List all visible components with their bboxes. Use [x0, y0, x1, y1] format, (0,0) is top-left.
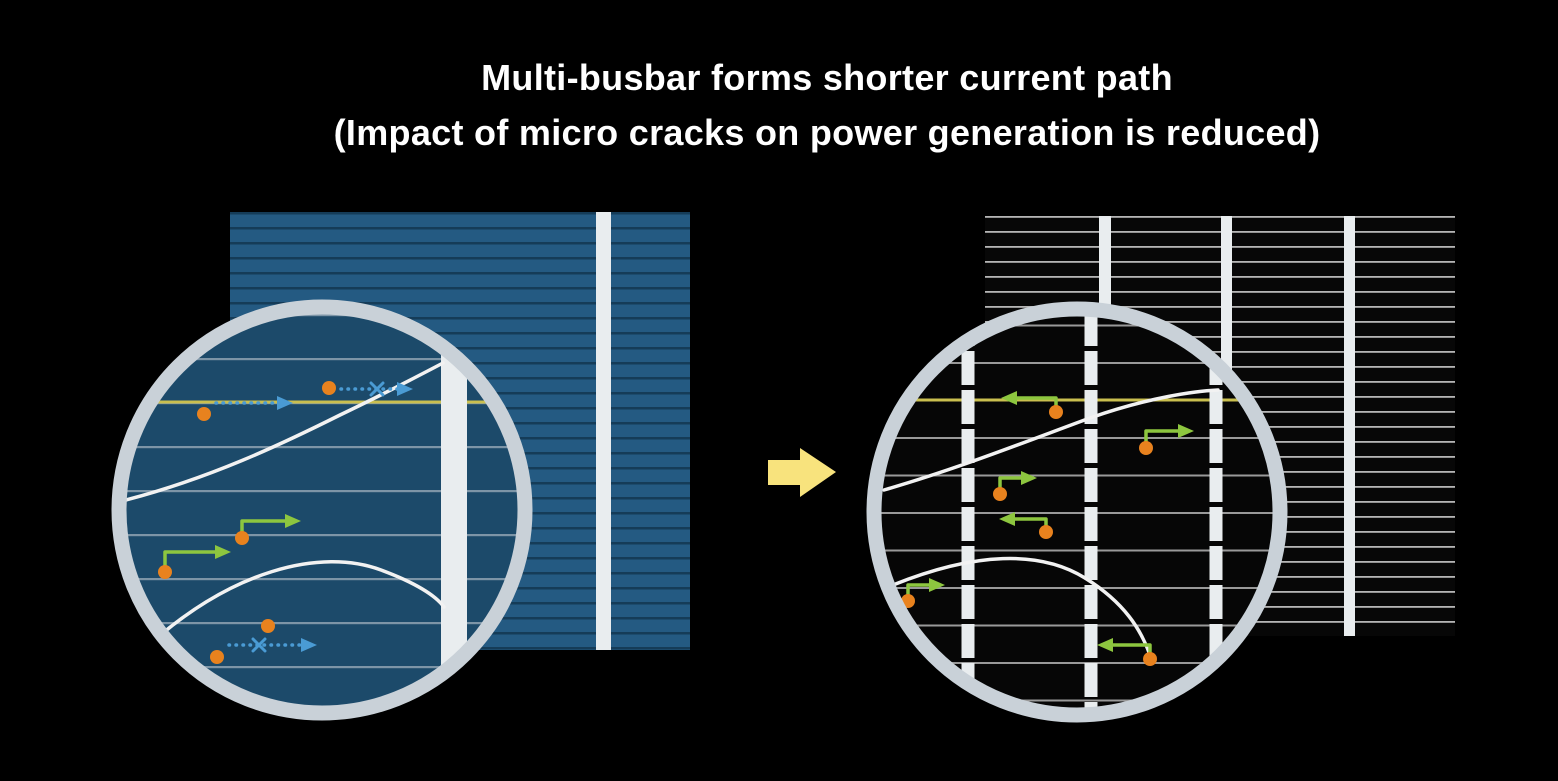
magnified-busbar [441, 314, 467, 706]
conventional-busbar [596, 212, 611, 650]
micro-crack-upper [882, 388, 1220, 492]
electron-dot [261, 619, 275, 633]
blocked-path-x-icon [369, 381, 385, 397]
electron-dot [197, 407, 211, 421]
title-line-1: Multi-busbar forms shorter current path [481, 57, 1173, 98]
blocked-path-x-icon [251, 637, 267, 653]
left-lens-background [126, 314, 518, 706]
micro-crack-lower [136, 560, 446, 657]
electron-dot [1139, 441, 1153, 455]
left-lens-content [126, 314, 518, 706]
short-current-path-arrow [163, 545, 231, 572]
magnifier-ring [866, 301, 1288, 723]
transition-arrow-icon [768, 448, 836, 497]
electron-dot [322, 381, 336, 395]
right-lens-content [881, 316, 1273, 708]
right-lens-background [881, 316, 1273, 708]
electron-dot [1143, 652, 1157, 666]
left-magnifier-lens [111, 299, 533, 721]
right-magnifier-lens [866, 301, 1288, 723]
multi-busbar-3 [1344, 216, 1355, 636]
multi-busbar-cell-panel [866, 216, 1455, 723]
electron-dot [235, 531, 249, 545]
conventional-cell-panel [111, 212, 690, 721]
diagram-title: Multi-busbar forms shorter current path … [96, 50, 1558, 160]
title-line-2: (Impact of micro cracks on power generat… [333, 112, 1321, 153]
micro-crack-lower [891, 556, 1152, 657]
magnifier-ring [111, 299, 533, 721]
electron-dot [993, 487, 1007, 501]
electron-dot [1039, 525, 1053, 539]
electron-dot [1049, 405, 1063, 419]
electron-dot [158, 565, 172, 579]
micro-crack-upper [126, 361, 445, 502]
electron-dot [210, 650, 224, 664]
